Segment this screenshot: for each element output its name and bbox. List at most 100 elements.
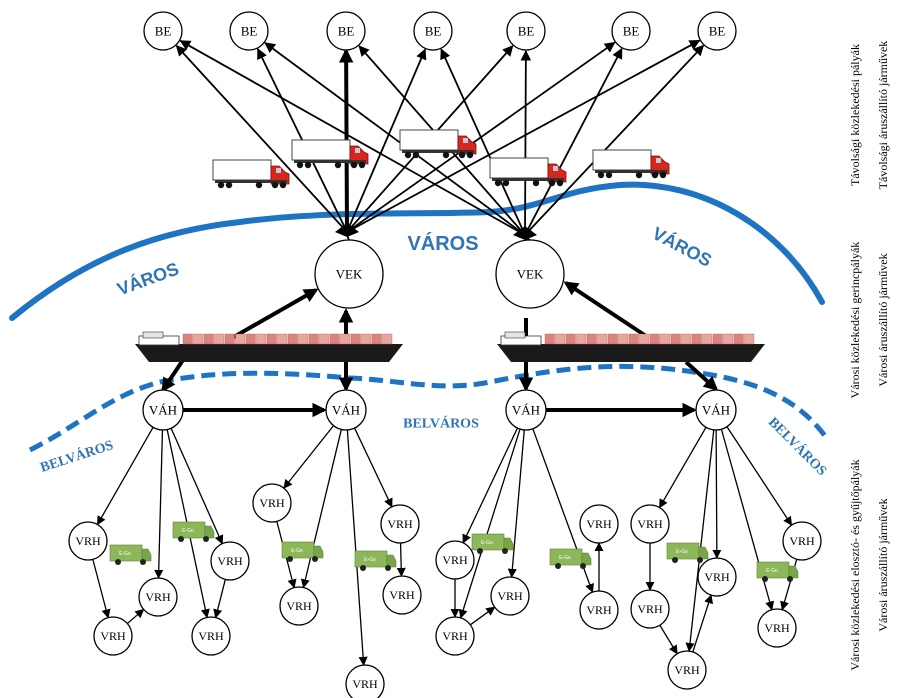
vrh-node-label: VRH bbox=[389, 588, 415, 602]
vrh-node-circle bbox=[579, 590, 619, 630]
distribution-arrow bbox=[96, 427, 154, 526]
cargo-ship-icon bbox=[497, 331, 765, 362]
semi-truck-icon bbox=[291, 139, 369, 169]
vek-node-circle bbox=[314, 239, 384, 309]
electric-van-icon: E-Go bbox=[281, 541, 324, 562]
be-node-label: BE bbox=[338, 24, 355, 39]
vrh-node: VRH bbox=[93, 616, 133, 656]
vrh-node-circle bbox=[210, 541, 250, 581]
vrh-node: VRH bbox=[252, 483, 292, 523]
electric-van-icon: E-Go bbox=[471, 533, 514, 554]
semi-truck-icon bbox=[399, 129, 477, 159]
van-label: E-Go bbox=[766, 568, 778, 574]
side-label-urban-distribution-roads: Városi közlekedési elosztó- és gyűjtőpál… bbox=[848, 459, 862, 670]
collection-arrow bbox=[213, 579, 226, 619]
vrh-node: VRH bbox=[345, 664, 385, 698]
vrh-node-circle bbox=[252, 483, 292, 523]
vrh-node-circle bbox=[697, 557, 737, 597]
collection-arrow bbox=[469, 606, 496, 626]
downtown-label-left: BELVÁROS bbox=[38, 436, 115, 476]
vrh-node-label: VRH bbox=[674, 663, 700, 677]
vrh-node: VRH bbox=[579, 590, 619, 630]
vrh-node-label: VRH bbox=[100, 629, 126, 643]
vrh-node-circle bbox=[782, 521, 822, 561]
distribution-arrow bbox=[353, 427, 393, 508]
distribution-arrow bbox=[462, 427, 519, 544]
vrh-node-circle bbox=[191, 616, 231, 656]
vek-node-label: VEK bbox=[517, 267, 544, 282]
be-node: BE bbox=[143, 11, 183, 51]
collection-arrow bbox=[396, 542, 406, 577]
distribution-arrow bbox=[154, 429, 164, 579]
downtown-label-right: BELVÁROS bbox=[765, 414, 831, 480]
vek-node: VEK bbox=[495, 239, 565, 309]
vrh-node: VRH bbox=[435, 616, 475, 656]
vrh-node-circle bbox=[380, 504, 420, 544]
vrh-node-label: VRH bbox=[198, 629, 224, 643]
vrh-node: VRH bbox=[630, 504, 670, 544]
vrh-node: VRH bbox=[210, 541, 250, 581]
vrh-node: VRH bbox=[191, 616, 231, 656]
vah-node-label: VÁH bbox=[702, 403, 730, 418]
vah-node-circle bbox=[505, 389, 547, 431]
be-node-label: BE bbox=[425, 24, 442, 39]
long-distance-arrow bbox=[264, 42, 524, 235]
vah-node: VÁH bbox=[142, 389, 184, 431]
vrh-node: VRH bbox=[630, 589, 670, 629]
electric-van-icon: E-Go bbox=[549, 548, 592, 569]
vrh-node-label: VRH bbox=[387, 517, 413, 531]
downtown-label-center: BELVÁROS bbox=[403, 415, 479, 432]
be-node-label: BE bbox=[709, 24, 726, 39]
vrh-node-circle bbox=[630, 504, 670, 544]
distribution-arrow bbox=[170, 428, 224, 545]
vrh-node-circle bbox=[757, 608, 797, 648]
vrh-node-circle bbox=[435, 540, 475, 580]
long-distance-arrow bbox=[175, 44, 347, 232]
distribution-arrow bbox=[712, 429, 722, 559]
truck-group bbox=[212, 129, 670, 189]
long-distance-arrow bbox=[179, 40, 524, 235]
hub-arrowhead-icon bbox=[513, 226, 537, 240]
be-node-label: BE bbox=[155, 24, 172, 39]
vrh-node-label: VRH bbox=[637, 602, 663, 616]
vrh-node-circle bbox=[382, 575, 422, 615]
semi-truck-icon bbox=[592, 149, 670, 179]
vrh-node-circle bbox=[68, 521, 108, 561]
vrh-node: VRH bbox=[579, 504, 619, 544]
be-node-label: BE bbox=[518, 24, 535, 39]
long-distance-arrow bbox=[346, 48, 427, 231]
vrh-node-circle bbox=[579, 504, 619, 544]
be-node: BE bbox=[506, 11, 546, 51]
long-distance-arrow bbox=[348, 39, 701, 232]
vrh-node: VRH bbox=[667, 650, 707, 690]
distribution-arrow bbox=[458, 428, 521, 619]
be-node-circle bbox=[697, 11, 737, 51]
ship-group bbox=[135, 331, 765, 362]
vrh-node-circle bbox=[435, 616, 475, 656]
van-label: E-Go bbox=[182, 528, 194, 534]
vrh-node-circle bbox=[490, 576, 530, 616]
vrh-node-label: VRH bbox=[704, 570, 730, 584]
long-distance-arrow bbox=[525, 44, 705, 235]
vrh-node: VRH bbox=[380, 504, 420, 544]
be-node: BE bbox=[326, 11, 366, 51]
vrh-node: VRH bbox=[490, 576, 530, 616]
hub-arrowhead-icon bbox=[335, 223, 359, 237]
van-label: E-Go bbox=[119, 551, 131, 557]
vek-node-label: VEK bbox=[336, 267, 363, 282]
be-node-circle bbox=[326, 11, 366, 51]
city-label-left: VÁROS bbox=[114, 258, 181, 300]
collection-arrow bbox=[692, 594, 713, 653]
long-distance-arrow bbox=[525, 47, 623, 234]
be-node-label: BE bbox=[623, 24, 640, 39]
vah-node: VÁH bbox=[695, 389, 737, 431]
ship-to-vah-arrow bbox=[161, 358, 185, 393]
vrh-node-circle bbox=[93, 616, 133, 656]
vah-node-label: VÁH bbox=[512, 403, 540, 418]
van-label: E-Go bbox=[559, 555, 571, 561]
be-node: BE bbox=[229, 11, 269, 51]
vrh-node-label: VRH bbox=[442, 553, 468, 567]
side-label-urban-vehicles-trunk: Városi áruszállító járművek bbox=[876, 253, 890, 386]
van-label: E-Go bbox=[364, 557, 376, 563]
